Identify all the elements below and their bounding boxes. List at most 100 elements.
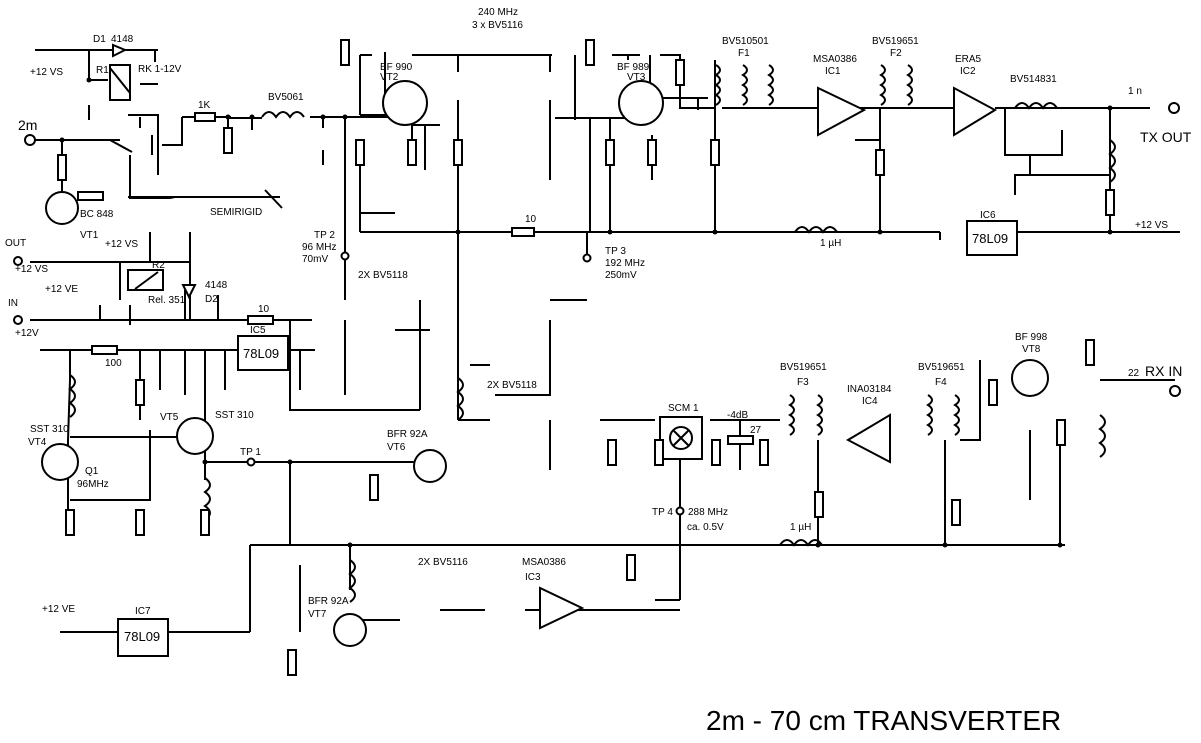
components [13,39,1181,676]
inductor-l11 [1098,414,1106,458]
diode-d2 [181,284,197,300]
label-ic1-part: MSA0386 [813,54,857,65]
inductor-dr5 [348,559,356,603]
label-vt3-ref: VT3 [627,72,646,83]
connector-rx-in[interactable] [1169,385,1181,397]
testpoint-tp4[interactable] [675,506,685,516]
label-relay-r1: R1 [96,65,109,76]
label-tp4-freq: 288 MHz [688,507,728,518]
label-ic5-part: 78L09 [243,346,279,361]
connector-in[interactable] [13,315,23,325]
label-f1-ref: F1 [738,48,750,59]
label-tp3-level: 250mV [605,270,637,281]
transistor-vt6 [413,449,447,483]
label-ic7-ref: IC7 [135,606,151,617]
label-tp2-freq: 96 MHz [302,242,336,253]
label-d1-part: 4148 [111,34,134,45]
label-tp2: TP 2 [314,230,335,241]
transistor-vt3 [618,80,664,126]
label-bv5116-b: 2X BV5116 [418,557,468,568]
label-ic1-ref: IC1 [825,66,841,77]
label-l1: BV5061 [268,92,304,103]
transistor-vt2 [382,80,428,126]
label-tp4-level: ca. 0.5V [687,522,724,533]
label-12ve-relay: +12 VE [45,284,78,295]
label-vt2-ref: VT2 [380,72,399,83]
label-2m: 2m [18,117,37,133]
label-bv5118-b: 2X BV5118 [487,380,537,391]
label-in: IN [8,298,18,309]
inductor-dr3 [456,377,464,421]
label-vt4-part: SST 310 [30,424,69,435]
label-tp1: TP 1 [240,447,261,458]
resistors [57,39,1115,676]
label-vt1-part: BC 848 [80,209,114,220]
label-relay-r1-part: RK 1-12V [138,64,182,75]
label-d2-part: 4148 [205,280,228,291]
label-c24: 1 n [1128,86,1142,97]
label-semirigid: SEMIRIGID [210,207,262,218]
label-f2-ref: F2 [890,48,902,59]
label-12ve-bottom: +12 VE [42,604,75,615]
junctions [59,77,1113,548]
label-ic4-part: INA03184 [847,384,892,395]
label-f1-part: BV510501 [722,36,769,47]
label-vt5-part: SST 310 [215,410,254,421]
label-12vs-top: +12 VS [30,67,63,78]
label-tp4: TP 4 [652,507,673,518]
inductor-dr6 [779,539,823,547]
label-relay-r2-part: Rel. 351 [148,295,186,306]
label-d2: D2 [205,294,218,305]
amp-ic4 [845,413,891,464]
filter-f3 [788,394,823,436]
label-q1: Q1 [85,466,99,477]
label-vt6-part: BFR 92A [387,429,428,440]
regulator-ic6 [966,220,1018,256]
label-r26: 10 [258,304,270,315]
connector-2m[interactable] [24,134,36,146]
transistor-vt7 [333,613,367,647]
label-ic5-ref: IC5 [250,325,266,336]
filter-f4 [926,394,960,436]
label-dr6: 1 µH [790,522,811,533]
label-d1: D1 [93,34,106,45]
label-vt2-part: BF 990 [380,62,413,73]
label-ic4-ref: IC4 [862,396,878,407]
label-bv5118-a: 2X BV5118 [358,270,408,281]
label-ic3-part: MSA0386 [522,557,566,568]
label-f3-ref: F3 [797,377,809,388]
transistor-vt8 [1011,359,1049,397]
amp-ic3 [539,586,585,630]
regulator-ic7 [117,618,169,657]
label-12vs-right: +12 VS [1135,220,1168,231]
label-r37: 10 [525,214,537,225]
label-tp3: TP 3 [605,246,626,257]
filter-f1 [714,64,774,106]
label-tx-out: TX OUT [1140,129,1192,145]
labels: 2m TX OUT RX IN OUT IN +12 VS +12 VS +12… [5,7,1192,644]
testpoint-tp3[interactable] [582,253,592,263]
testpoint-tp1[interactable] [246,457,256,467]
label-vt3-part: BF 989 [617,62,650,73]
label-tp3-freq: 192 MHz [605,258,645,269]
label-ic3-ref: IC3 [525,572,541,583]
label-12vs-relay: +12 VS [105,239,138,250]
connector-out[interactable] [13,256,23,266]
label-tp2-level: 70mV [302,254,328,265]
connector-tx-out[interactable] [1168,102,1180,114]
label-12v-in: +12V [15,328,39,339]
label-atten: -4dB [727,410,748,421]
label-vt4-ref: VT4 [28,437,47,448]
label-vt1-ref: VT1 [80,230,99,241]
label-c50: 22 [1128,368,1140,379]
diode-d1 [112,43,128,58]
filter-f2 [879,64,913,106]
testpoint-tp2[interactable] [340,251,350,261]
label-ic2-part: ERA5 [955,54,982,65]
label-12vs-left: +12 VS [15,264,48,275]
inductor-l6 [68,374,76,418]
inductor-l1 [261,111,305,119]
label-r21: 100 [105,358,122,369]
inductor-dr4 [794,226,838,234]
